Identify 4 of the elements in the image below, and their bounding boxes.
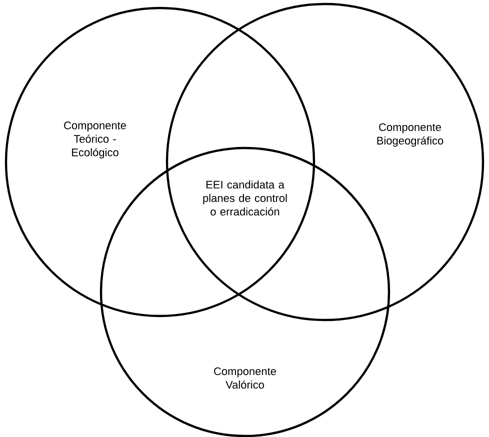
- circle-label: Componente Valórico: [214, 367, 276, 389]
- circle-label: Componente Biogeográfico: [377, 123, 444, 147]
- intersection-label: EEI candidata a planes de control o erradicación: [203, 180, 287, 216]
- circle-label: Componente Teórico - Ecológico: [64, 122, 126, 158]
